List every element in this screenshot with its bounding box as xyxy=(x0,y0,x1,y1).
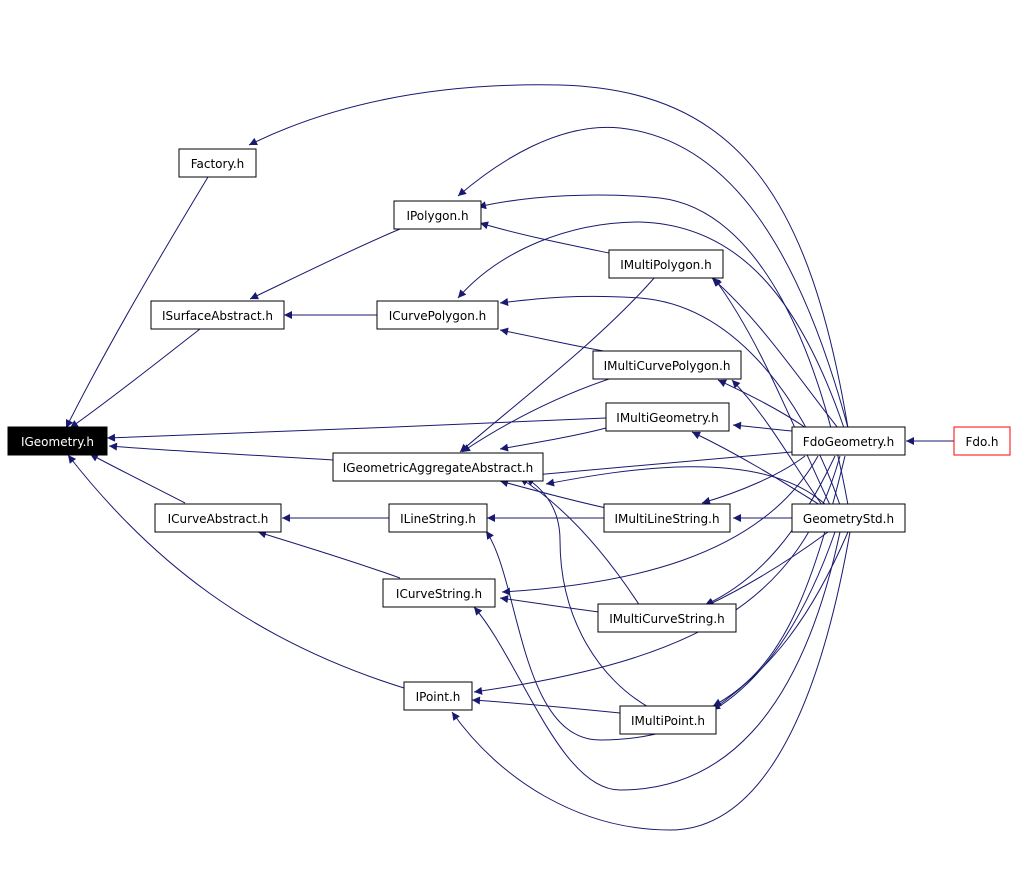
edge-imultipoint-to-igeometricaggregate xyxy=(525,477,651,709)
edge-isurfaceabstract-to-igeometry xyxy=(69,328,201,429)
node-igeometricaggregateabstract[interactable]: IGeometricAggregateAbstract.h xyxy=(332,452,544,482)
node-label: IMultiPolygon.h xyxy=(620,258,711,272)
node-geometrystd[interactable]: GeometryStd.h xyxy=(791,503,906,533)
edge-fdogeometry-to-icurvepolygon xyxy=(457,221,845,429)
edge-ipoint-to-igeometry xyxy=(67,454,405,689)
node-imultigeometry[interactable]: IMultiGeometry.h xyxy=(605,402,730,432)
node-label: ICurvePolygon.h xyxy=(389,309,487,323)
edge-igeometricaggregate-to-igeometry xyxy=(108,442,334,461)
node-label: ICurveString.h xyxy=(396,587,482,601)
edge-imultipolygon-to-igeometricaggregate xyxy=(459,276,656,453)
node-label: ICurveAbstract.h xyxy=(168,512,269,526)
edge-fdogeometry-to-imultilinestring xyxy=(701,455,806,505)
node-label: IPoint.h xyxy=(416,690,461,704)
node-label: Fdo.h xyxy=(965,435,998,449)
edge-fdogeometry-to-imulticurvestring xyxy=(704,455,836,606)
edge-fdogeometry-to-igeometricaggregate xyxy=(499,451,793,482)
node-label: IPolygon.h xyxy=(406,209,468,223)
node-ipolygon[interactable]: IPolygon.h xyxy=(393,200,482,230)
edge-fdogeometry-to-imulticurvepolygon xyxy=(717,379,807,429)
node-label: IGeometricAggregateAbstract.h xyxy=(343,461,534,475)
node-label: IMultiCurveString.h xyxy=(609,612,725,626)
node-label: GeometryStd.h xyxy=(803,512,894,526)
edge-geometrystd-to-ilinestring xyxy=(485,530,836,741)
edge-geometrystd-to-igeometricaggregate xyxy=(545,466,827,506)
edge-imulticurvestring-to-igeometricaggregate xyxy=(519,477,641,607)
edge-icurvestring-to-icurveabstract xyxy=(257,530,401,579)
node-label: ILineString.h xyxy=(400,512,476,526)
node-label: IMultiGeometry.h xyxy=(616,411,718,425)
edge-geometrystd-to-imultipolygon xyxy=(713,277,831,506)
edge-geometrystd-to-imultipoint xyxy=(711,531,849,711)
edge-geometrystd-to-ipolygon xyxy=(477,194,849,506)
node-icurvestring[interactable]: ICurveString.h xyxy=(382,578,496,608)
node-fdogeometry[interactable]: FdoGeometry.h xyxy=(791,426,906,456)
edge-geometrystd-to-icurvepolygon xyxy=(499,295,841,506)
node-igeometry[interactable]: IGeometry.h xyxy=(7,426,108,456)
edge-ipolygon-to-isurfaceabstract xyxy=(249,228,401,300)
node-isurfaceabstract[interactable]: ISurfaceAbstract.h xyxy=(150,300,285,330)
edge-fdogeometry-to-ipolygon xyxy=(457,126,849,429)
node-imultilinestring[interactable]: IMultiLineString.h xyxy=(603,503,731,533)
edge-geometrystd-to-imulticurvestring xyxy=(705,531,829,607)
node-label: IMultiLineString.h xyxy=(614,512,719,526)
node-label: IGeometry.h xyxy=(21,435,94,449)
node-imulticurvepolygon[interactable]: IMultiCurvePolygon.h xyxy=(592,350,742,380)
edge-fdogeometry-to-ipoint xyxy=(473,455,841,695)
node-ilinestring[interactable]: ILineString.h xyxy=(388,503,488,533)
node-imulticurvestring[interactable]: IMultiCurveString.h xyxy=(597,603,737,633)
node-label: ISurfaceAbstract.h xyxy=(162,309,273,323)
node-icurveabstract[interactable]: ICurveAbstract.h xyxy=(154,503,282,533)
node-label: Factory.h xyxy=(191,157,245,171)
node-label: IMultiPoint.h xyxy=(631,714,705,728)
node-ipoint[interactable]: IPoint.h xyxy=(403,681,473,711)
edge-geometrystd-to-imulticurvepolygon xyxy=(731,379,823,506)
node-fdo[interactable]: Fdo.h xyxy=(953,426,1011,456)
edge-fdogeometry-to-imultipolygon xyxy=(711,277,839,429)
edge-fdogeometry-to-factory xyxy=(248,84,849,429)
node-imultipoint[interactable]: IMultiPoint.h xyxy=(619,705,717,735)
edge-geometrystd-to-imultigeometry xyxy=(691,431,821,506)
node-factory[interactable]: Factory.h xyxy=(178,148,257,178)
node-label: FdoGeometry.h xyxy=(803,435,894,449)
edge-geometrystd-to-icurvestring xyxy=(473,531,841,791)
edge-icurveabstract-to-igeometry xyxy=(89,453,186,504)
edge-factory-to-igeometry xyxy=(65,176,209,429)
edge-imulticurvepolygon-to-icurvepolygon xyxy=(499,327,610,353)
node-label: IMultiCurvePolygon.h xyxy=(604,359,731,373)
edge-fdogeometry-to-imultipoint xyxy=(712,455,846,707)
edge-imultigeometry-to-igeometry xyxy=(106,417,607,442)
edge-geometrystd-to-ipoint xyxy=(451,531,851,831)
edge-imulticurvestring-to-icurvestring xyxy=(499,595,600,613)
edge-fdogeometry-to-icurvestring xyxy=(501,455,819,596)
edge-imultigeometry-to-igeometricaggregate xyxy=(499,427,607,452)
edge-imultilinestring-to-igeometricaggregate xyxy=(499,479,607,509)
edge-imulticurvepolygon-to-igeometricaggregate xyxy=(461,376,616,453)
node-icurvepolygon[interactable]: ICurvePolygon.h xyxy=(376,300,499,330)
edge-imultipolygon-to-ipolygon xyxy=(479,221,610,254)
edge-imultipoint-to-ipoint xyxy=(471,696,621,714)
edge-fdogeometry-to-imultigeometry xyxy=(732,421,793,432)
node-imultipolygon[interactable]: IMultiPolygon.h xyxy=(608,249,724,279)
